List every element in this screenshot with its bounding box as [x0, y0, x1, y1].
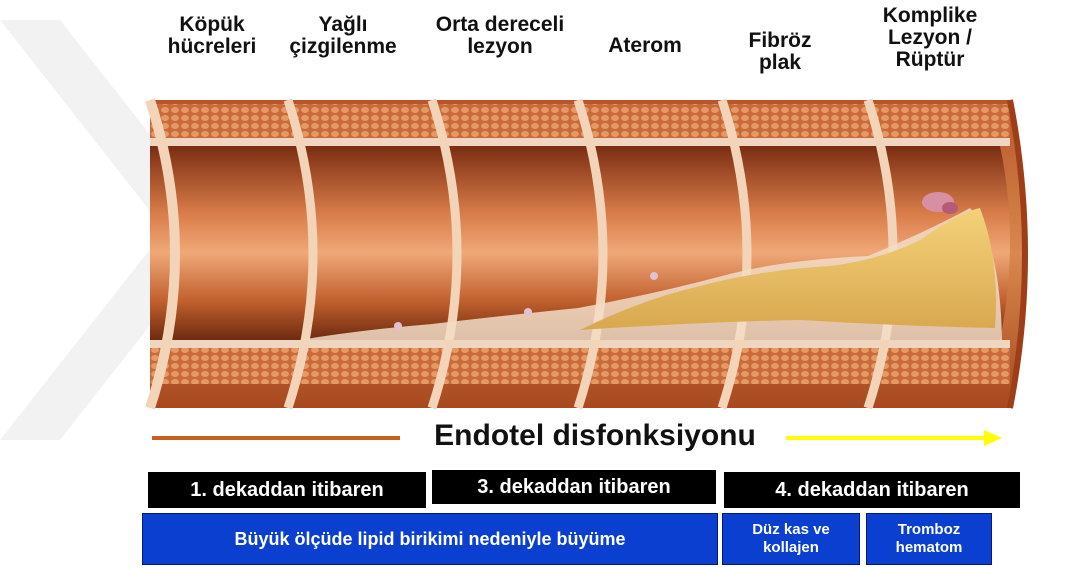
onset-box-3: 3. dekaddan itibaren [432, 470, 716, 504]
onset-box-4: 4. dekaddan itibaren [724, 472, 1020, 508]
stage-label-intermediate-lesion: Orta dereceli lezyon [412, 14, 588, 58]
stage-label-fibrous-plaque: Fibröz plak [730, 30, 830, 74]
growth-box-thrombus: Tromboz hematom [866, 513, 992, 565]
stage-label-complicated-lesion: Komplike Lezyon / Rüptür [860, 5, 1000, 71]
growth-box-lipid: Büyük ölçüde lipid birikimi nedeniyle bü… [142, 513, 718, 565]
progression-arrow-right-line [786, 436, 986, 440]
arrow-head-icon [984, 430, 1002, 446]
onset-box-1: 1. dekaddan itibaren [148, 472, 426, 508]
growth-box-smooth-muscle: Düz kas ve kollajen [722, 513, 860, 565]
stage-label-foam-cells: Köpük hücreleri [146, 14, 278, 58]
progression-arrow-left-line [152, 436, 400, 440]
stage-label-atheroma: Aterom [590, 35, 700, 57]
stage-label-fatty-streak: Yağlı çizgilenme [268, 14, 418, 58]
endothelial-dysfunction-label: Endotel disfonksiyonu [410, 419, 780, 453]
artery-illustration [140, 90, 1040, 418]
